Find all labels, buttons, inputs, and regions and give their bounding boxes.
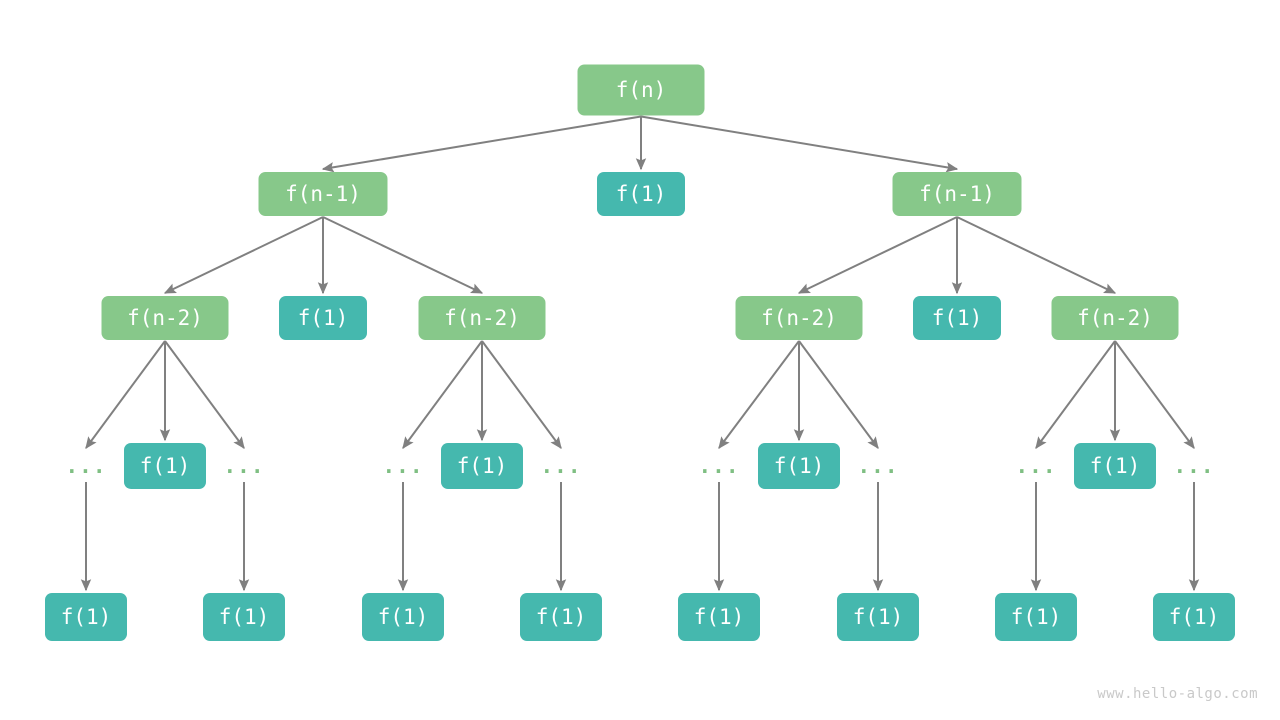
tree-edge xyxy=(798,340,879,449)
node-label: f(n-2) xyxy=(761,306,837,330)
tree-edge xyxy=(956,216,1117,294)
ellipsis-marker: ... xyxy=(699,454,740,478)
node-background xyxy=(892,172,1022,216)
node-label: f(1) xyxy=(694,605,745,629)
tree-node-base: f(1) xyxy=(995,593,1077,641)
node-background xyxy=(597,172,685,216)
node-background xyxy=(101,296,229,340)
node-background xyxy=(418,296,546,340)
node-background xyxy=(520,593,602,641)
tree-node-base: f(1) xyxy=(1153,593,1235,641)
tree-node-base: f(1) xyxy=(837,593,919,641)
node-label: f(n-1) xyxy=(285,182,361,206)
tree-node-recursive: f(n-1) xyxy=(258,172,388,216)
tree-node-base: f(1) xyxy=(597,172,685,216)
ellipsis-marker: ... xyxy=(66,454,107,478)
node-label: f(n-1) xyxy=(919,182,995,206)
tree-node-base: f(1) xyxy=(758,443,840,489)
node-label: ... xyxy=(541,454,582,478)
node-label: f(1) xyxy=(457,454,508,478)
node-label: ... xyxy=(1174,454,1215,478)
tree-node-base: f(1) xyxy=(203,593,285,641)
node-background xyxy=(258,172,388,216)
node-label: ... xyxy=(1016,454,1057,478)
node-label: f(1) xyxy=(616,182,667,206)
tree-node-base: f(1) xyxy=(45,593,127,641)
tree-edge xyxy=(1035,340,1116,449)
node-label: f(n-2) xyxy=(1077,306,1153,330)
tree-edge xyxy=(640,115,959,173)
node-background xyxy=(1051,296,1179,340)
node-label: f(1) xyxy=(1011,605,1062,629)
node-label: f(1) xyxy=(1090,454,1141,478)
node-label: ... xyxy=(699,454,740,478)
tree-node-base: f(1) xyxy=(678,593,760,641)
tree-node-recursive: f(n-2) xyxy=(101,296,229,340)
node-background xyxy=(124,443,206,489)
tree-node-base: f(1) xyxy=(441,443,523,489)
node-background xyxy=(362,593,444,641)
node-background xyxy=(837,593,919,641)
node-background xyxy=(995,593,1077,641)
tree-node-base: f(1) xyxy=(520,593,602,641)
node-label: f(1) xyxy=(298,306,349,330)
tree-node-base: f(1) xyxy=(124,443,206,489)
tree-node-base: f(1) xyxy=(913,296,1001,340)
tree-node-recursive: f(n-2) xyxy=(418,296,546,340)
node-label: f(n-2) xyxy=(127,306,203,330)
tree-edge xyxy=(163,216,324,294)
node-label: f(1) xyxy=(853,605,904,629)
ellipsis-marker: ... xyxy=(541,454,582,478)
node-label: f(n-2) xyxy=(444,306,520,330)
tree-node-base: f(1) xyxy=(362,593,444,641)
node-label: f(1) xyxy=(219,605,270,629)
tree-node-recursive: f(n-2) xyxy=(1051,296,1179,340)
node-label: f(1) xyxy=(1169,605,1220,629)
tree-node-recursive: f(n-2) xyxy=(735,296,863,340)
ellipsis-marker: ... xyxy=(1174,454,1215,478)
node-label: f(n) xyxy=(616,78,667,102)
node-label: f(1) xyxy=(774,454,825,478)
tree-edge xyxy=(481,340,562,449)
node-label: ... xyxy=(858,454,899,478)
tree-node-base: f(1) xyxy=(279,296,367,340)
ellipsis-marker: ... xyxy=(224,454,265,478)
ellipsis-marker: ... xyxy=(1016,454,1057,478)
tree-node-recursive: f(n-1) xyxy=(892,172,1022,216)
node-background xyxy=(279,296,367,340)
tree-edge xyxy=(322,216,484,294)
node-background xyxy=(45,593,127,641)
node-label: ... xyxy=(224,454,265,478)
node-background xyxy=(913,296,1001,340)
ellipsis-marker: ... xyxy=(858,454,899,478)
node-label: f(1) xyxy=(61,605,112,629)
node-label: f(1) xyxy=(140,454,191,478)
ellipsis-marker: ... xyxy=(383,454,424,478)
tree-edge xyxy=(321,115,642,173)
tree-edge xyxy=(85,340,166,449)
edges-layer xyxy=(80,115,1200,592)
node-background xyxy=(735,296,863,340)
node-background xyxy=(1153,593,1235,641)
tree-node-base: f(1) xyxy=(1074,443,1156,489)
tree-edge xyxy=(1114,340,1195,449)
node-label: f(1) xyxy=(932,306,983,330)
node-background xyxy=(1074,443,1156,489)
tree-edge xyxy=(797,216,958,294)
node-background xyxy=(577,64,705,116)
node-label: ... xyxy=(383,454,424,478)
watermark: www.hello-algo.com xyxy=(1097,686,1258,702)
tree-edge xyxy=(164,340,245,449)
node-background xyxy=(441,443,523,489)
node-background xyxy=(203,593,285,641)
nodes-layer: f(n) f(n-1) f(1) f(n-1) f(n-2) f(1) f(n-2) f(n-… xyxy=(45,64,1235,641)
tree-edge xyxy=(718,340,800,449)
node-background xyxy=(678,593,760,641)
node-background xyxy=(758,443,840,489)
tree-edge xyxy=(402,340,483,449)
node-label: f(1) xyxy=(378,605,429,629)
node-label: ... xyxy=(66,454,107,478)
node-label: f(1) xyxy=(536,605,587,629)
tree-node-recursive: f(n) xyxy=(577,64,705,116)
